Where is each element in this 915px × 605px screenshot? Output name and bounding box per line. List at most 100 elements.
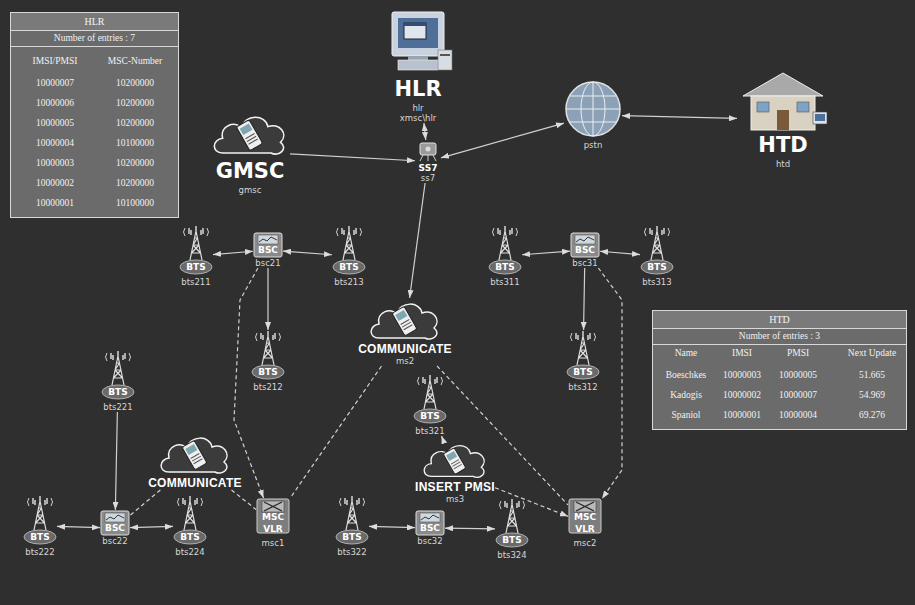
- bts-tower: BTSbts224: [173, 495, 207, 557]
- node-label: SS7: [419, 163, 438, 173]
- phone-icon: [367, 298, 443, 342]
- table-cell: 10000005: [779, 370, 817, 381]
- network-link: [369, 526, 415, 527]
- node-label: ms3: [446, 494, 464, 504]
- table-cell: 10000002: [36, 178, 74, 189]
- table-cell: 10000006: [36, 98, 74, 109]
- htd-house: HTD htd: [737, 70, 829, 169]
- node-label: msc1: [262, 538, 285, 548]
- network-link: [584, 268, 585, 330]
- node-label: BSC: [420, 523, 440, 533]
- bts-tower: BTSbts313: [640, 225, 674, 287]
- node-label: MSC: [574, 512, 596, 522]
- table-cell: 10200000: [116, 118, 154, 129]
- signal-link: [231, 490, 256, 509]
- signal-link: [130, 490, 160, 515]
- table-cell: 10000004: [779, 410, 817, 421]
- msc-vlr-box: MSC VLR msc1: [256, 498, 290, 548]
- bts-tower: BTS bts211: [179, 225, 213, 287]
- node-label: BTS: [30, 532, 49, 542]
- bsc-box: BSCbsc22: [100, 510, 130, 546]
- node-label: hlr: [412, 103, 423, 113]
- node-label: bts211: [181, 277, 210, 287]
- node-label: bts313: [642, 277, 671, 287]
- bts-tower: BTS bts221: [101, 350, 135, 412]
- table-cell: 51.665: [859, 370, 885, 381]
- network-link: [115, 412, 117, 510]
- table-cell: 10000003: [36, 158, 74, 169]
- table-cell: 54.969: [859, 390, 885, 401]
- node-label: BTS: [495, 262, 514, 272]
- node-label: htd: [776, 159, 790, 169]
- node-label: BTS: [180, 532, 199, 542]
- column-header: Next Update: [848, 348, 896, 359]
- node-label: BTS: [186, 262, 205, 272]
- column-header: IMSI: [732, 348, 752, 359]
- bts-tower: BTS bts324: [495, 498, 529, 560]
- network-link: [600, 251, 640, 254]
- node-label: GMSC: [216, 160, 285, 183]
- pstn-globe: pstn: [564, 80, 622, 150]
- node-label: BTS: [342, 532, 361, 542]
- bsc-box: BSCbsc31: [570, 232, 600, 268]
- table-cell: 10200000: [116, 158, 154, 169]
- network-link: [267, 268, 268, 330]
- column-header: IMSI/PMSI: [33, 56, 78, 67]
- table-cell: 10200000: [116, 98, 154, 109]
- column-header: Name: [675, 348, 698, 359]
- network-link: [410, 183, 426, 298]
- node-label: msc2: [574, 538, 597, 548]
- table-cell: Kadogis: [670, 390, 702, 401]
- node-label: HLR: [394, 78, 441, 101]
- phone-icon: [210, 108, 290, 160]
- bts-tower: BTSbts321: [413, 374, 447, 436]
- node-label: bsc22: [102, 536, 127, 546]
- node-label: INSERT PMSI: [415, 480, 495, 494]
- node-label: BTS: [502, 535, 521, 545]
- bts-tower: BTSbts212: [251, 330, 285, 392]
- node-label: BTS: [108, 387, 127, 397]
- node-label: bts311: [490, 277, 519, 287]
- node-label: bts312: [568, 382, 597, 392]
- network-link: [424, 123, 426, 140]
- table-cell: 10000001: [36, 198, 74, 209]
- node-label: COMMUNICATE: [358, 342, 452, 356]
- signal-link: [495, 488, 568, 517]
- node-label: bts221: [103, 402, 132, 412]
- node-label: bsc32: [417, 536, 442, 546]
- column-header: PMSI: [787, 348, 809, 359]
- node-label: HTD: [758, 134, 807, 157]
- network-link: [57, 526, 100, 527]
- phone-icon: [417, 440, 493, 480]
- house-icon: [737, 70, 829, 132]
- table-cell: 10000002: [723, 390, 761, 401]
- column-header: MSC-Number: [108, 56, 162, 67]
- network-link: [442, 436, 443, 440]
- node-label: pstn: [584, 140, 603, 150]
- network-link: [213, 251, 253, 254]
- node-label: bts222: [25, 547, 54, 557]
- bts-tower: BTS bts222: [23, 495, 57, 557]
- node-label: bts213: [334, 277, 363, 287]
- table-cell: 10100000: [116, 198, 154, 209]
- node-label: MSC: [262, 512, 284, 522]
- globe-icon: [564, 80, 622, 138]
- node-label: BTS: [339, 262, 358, 272]
- node-label: bts324: [497, 550, 526, 560]
- table-cell: 10200000: [116, 178, 154, 189]
- mobile-station: COMMUNICATEms2: [358, 298, 452, 366]
- comp-icon: [378, 10, 458, 76]
- node-label: bts212: [253, 382, 282, 392]
- network-link: [522, 251, 570, 255]
- bts-tower: BTSbts322: [335, 495, 369, 557]
- table-cell: 10000007: [36, 78, 74, 89]
- table-cell: 10200000: [116, 78, 154, 89]
- node-label: BTS: [573, 367, 592, 377]
- gmsc-cloud: GMSCgmsc: [210, 108, 290, 195]
- node-label: VLR: [263, 524, 283, 534]
- phone-icon: [157, 432, 233, 476]
- signal-link: [598, 268, 622, 499]
- node-label: ss7: [421, 173, 435, 183]
- mobile-station: COMMUNICATE: [148, 432, 242, 490]
